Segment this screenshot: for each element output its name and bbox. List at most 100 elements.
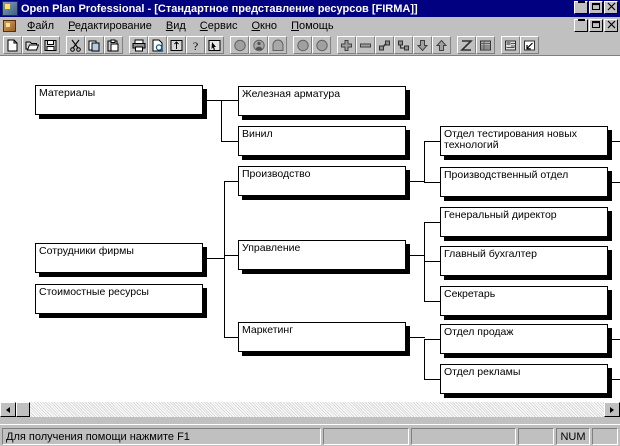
- cut-button[interactable]: [66, 36, 85, 54]
- status-pane-a: [323, 428, 409, 445]
- menu-item-file[interactable]: Файл: [27, 20, 55, 32]
- left-arrow-icon: [6, 406, 10, 413]
- node-label: Стоимостные ресурсы: [39, 286, 149, 298]
- node-generalnyy-direktor[interactable]: Генеральный директор: [440, 207, 608, 237]
- print-preview-button[interactable]: [148, 36, 167, 54]
- node-otdel-prodazh[interactable]: Отдел продаж: [440, 324, 608, 354]
- node-label: Управление: [242, 242, 301, 254]
- grid-table-button[interactable]: [476, 36, 495, 54]
- fit-window-button[interactable]: [520, 36, 539, 54]
- close-button[interactable]: [604, 1, 618, 14]
- unlink-button[interactable]: [394, 36, 413, 54]
- node-sekretar[interactable]: Секретарь: [440, 286, 608, 316]
- node-materialy[interactable]: Материалы: [35, 85, 203, 115]
- node-label: Отдел продаж: [444, 326, 514, 338]
- window-title: Open Plan Professional - [Стандартное пр…: [21, 2, 418, 15]
- scrollbar-thumb[interactable]: [16, 402, 30, 417]
- help-pointer-button[interactable]: [205, 36, 224, 54]
- link-button[interactable]: [375, 36, 394, 54]
- zigzag-button[interactable]: [457, 36, 476, 54]
- layout-button[interactable]: [501, 36, 520, 54]
- connector: [608, 339, 620, 340]
- diagram-canvas[interactable]: Материалы Сотрудники фирмы Стоимостные р…: [0, 56, 620, 401]
- demote-button[interactable]: [413, 36, 432, 54]
- close-icon: [607, 2, 615, 11]
- node-glavnyy-buhgalter[interactable]: Главный бухгалтер: [440, 246, 608, 276]
- restore-button[interactable]: [589, 1, 603, 14]
- node-otdel-testirovaniya[interactable]: Отдел тестирования новых технологий: [440, 126, 608, 156]
- new-button[interactable]: [3, 36, 22, 54]
- sort-button[interactable]: [167, 36, 186, 54]
- node-label: Производство: [242, 168, 311, 180]
- paste-button[interactable]: [104, 36, 123, 54]
- connector: [224, 181, 225, 338]
- mdi-close-button[interactable]: [604, 19, 618, 32]
- help-question-button[interactable]: ?: [186, 36, 205, 54]
- connector: [424, 141, 440, 142]
- document-icon[interactable]: [3, 20, 16, 32]
- node-label: Производственный отдел: [444, 169, 569, 181]
- node-label: Отдел тестирования новых технологий: [444, 128, 578, 151]
- node-sotrudniki-firmy[interactable]: Сотрудники фирмы: [35, 243, 203, 273]
- menu-item-window[interactable]: Окно: [251, 20, 278, 32]
- connector: [224, 255, 238, 256]
- node-proizvodstvennyy-otdel[interactable]: Производственный отдел: [440, 167, 608, 197]
- scroll-left-button[interactable]: [0, 402, 16, 417]
- node-stoimostnye-resursy[interactable]: Стоимостные ресурсы: [35, 284, 203, 314]
- circle-a-button[interactable]: [293, 36, 312, 54]
- connector: [224, 337, 238, 338]
- promote-up-icon: [435, 39, 448, 51]
- node-otdel-reklamy[interactable]: Отдел рекламы: [440, 364, 608, 394]
- connector: [207, 258, 225, 259]
- minimize-button[interactable]: [574, 1, 588, 14]
- layout-icon: [505, 40, 516, 50]
- status-pane-b: [411, 428, 516, 445]
- mdi-restore-button[interactable]: [589, 19, 603, 32]
- add-button[interactable]: [337, 36, 356, 54]
- sort-icon: [170, 39, 183, 51]
- connector: [424, 339, 425, 379]
- toolbar: ?: [0, 35, 620, 56]
- scroll-right-button[interactable]: [604, 402, 620, 417]
- add-plus-icon: [341, 39, 352, 51]
- status-bar: Для получения помощи нажмите F1 NUM: [0, 424, 620, 446]
- node-upravlenie[interactable]: Управление: [238, 240, 406, 270]
- node-label: Генеральный директор: [444, 209, 557, 221]
- app-icon: [2, 1, 18, 16]
- resource-shape-button[interactable]: [268, 36, 287, 54]
- menu-item-tools[interactable]: Сервис: [199, 20, 238, 32]
- menu-item-edit[interactable]: Редактирование: [68, 20, 152, 32]
- promote-button[interactable]: [432, 36, 451, 54]
- save-button[interactable]: [41, 36, 60, 54]
- open-button[interactable]: [22, 36, 41, 54]
- circle-b-button[interactable]: [312, 36, 331, 54]
- remove-button[interactable]: [356, 36, 375, 54]
- node-vinil[interactable]: Винил: [238, 126, 406, 156]
- scrollbar-track[interactable]: [30, 402, 604, 417]
- node-zheleznaya-armatura[interactable]: Железная арматура: [238, 86, 406, 116]
- menu-item-help[interactable]: Помощь: [291, 20, 334, 32]
- mdi-minimize-button[interactable]: [574, 19, 588, 32]
- resource-shape-icon: [272, 39, 283, 51]
- resource-person-button[interactable]: [249, 36, 268, 54]
- connector: [608, 182, 620, 183]
- node-proizvodstvo[interactable]: Производство: [238, 166, 406, 196]
- connector: [608, 379, 620, 380]
- resource-circle-button[interactable]: [230, 36, 249, 54]
- mdi-child-controls: [574, 19, 618, 32]
- print-button[interactable]: [129, 36, 148, 54]
- node-marketing[interactable]: Маркетинг: [238, 322, 406, 352]
- connector: [424, 182, 440, 183]
- horizontal-scrollbar[interactable]: [0, 401, 620, 417]
- menu-item-view[interactable]: Вид: [165, 20, 186, 32]
- remove-minus-icon: [360, 43, 371, 47]
- connector: [410, 255, 425, 256]
- connector: [207, 100, 222, 101]
- restore-icon: [591, 3, 600, 10]
- fit-window-icon: [524, 40, 535, 50]
- print-icon: [132, 39, 145, 51]
- copy-button[interactable]: [85, 36, 104, 54]
- connector: [424, 261, 440, 262]
- window-controls: [574, 1, 618, 14]
